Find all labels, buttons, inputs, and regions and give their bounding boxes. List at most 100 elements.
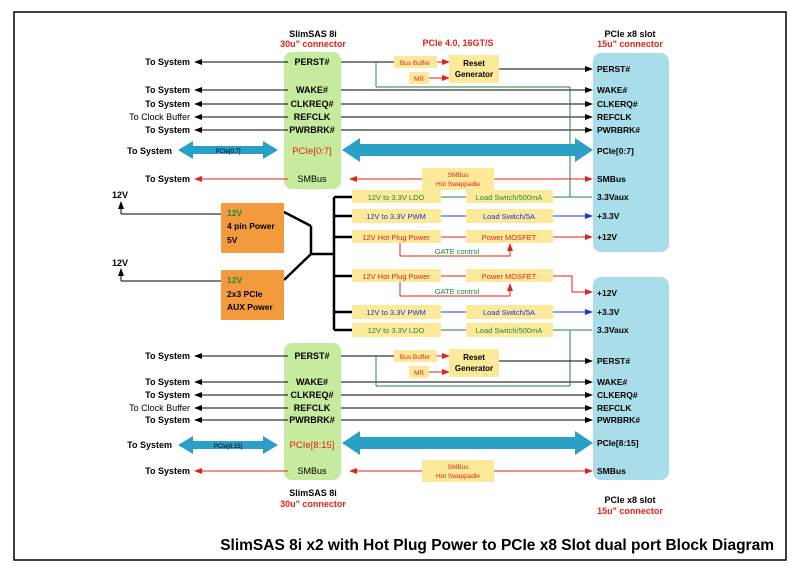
bottom-slot-pcie: PCIe[8:15] bbox=[597, 438, 639, 448]
bottom-pcie-slot bbox=[593, 277, 669, 480]
bottom-slot-wake: WAKE# bbox=[597, 377, 628, 387]
top-slot-pwrbrk: PWRBRK# bbox=[597, 125, 640, 135]
top-slot-clkerq: CLKERQ# bbox=[597, 99, 638, 109]
bottom-pwm-label: 12V to 3.3V PWM bbox=[366, 308, 426, 317]
top-smbus-hotswap-block bbox=[422, 168, 494, 190]
pcie-speed-label: PCIe 4.0, 16GT/S bbox=[422, 38, 493, 48]
box2-line2: 2x3 PCIe bbox=[227, 289, 263, 299]
power-box-4pin bbox=[221, 203, 284, 253]
bottom-load-switch-5a-block bbox=[466, 305, 553, 319]
top-conn-perst: PERST# bbox=[294, 57, 329, 67]
diagram-title: SlimSAS 8i x2 with Hot Plug Power to PCI… bbox=[220, 537, 774, 554]
bottom-reset-2: Generator bbox=[455, 364, 493, 373]
top-signal-group bbox=[178, 59, 593, 197]
bottom-conn-pcie: PCIe[8:15] bbox=[290, 440, 335, 451]
top-pwm-label: 12V to 3.3V PWM bbox=[366, 212, 426, 221]
bottom-conn-clkreq: CLKREQ# bbox=[290, 390, 333, 400]
top-ls5a-label: Load Switch/5A bbox=[483, 212, 535, 221]
bottom-bus-buffer-block bbox=[394, 350, 437, 362]
top-slot-3v3: +3.3V bbox=[597, 211, 620, 221]
top-conn-wake: WAKE# bbox=[296, 85, 328, 95]
v12-input-b: 12V bbox=[112, 258, 128, 268]
top-connector-spec: 30u" connector bbox=[280, 39, 346, 49]
bottom-conn-perst: PERST# bbox=[294, 351, 329, 361]
bottom-gate-control: GATE control bbox=[435, 287, 480, 296]
bottom-conn-smbus: SMBus bbox=[297, 466, 327, 476]
bottom-ls500-label: Load Switch/500mA bbox=[476, 326, 543, 335]
bottom-conn-refclk: REFCLK bbox=[294, 403, 331, 413]
bottom-slot-smbus: SMBus bbox=[597, 466, 626, 476]
bottom-slot-spec: 15u" connector bbox=[597, 506, 663, 516]
bottom-lane-label: PCIe[8:15] bbox=[214, 444, 243, 450]
top-mosfet-label: Power MOSFET bbox=[482, 233, 537, 242]
bottom-slot-pwrbrk: PWRBRK# bbox=[597, 415, 640, 425]
power-section bbox=[118, 195, 593, 332]
left-top-perst-dest: To System bbox=[145, 57, 190, 67]
left-top-wake-dest: To System bbox=[145, 85, 190, 95]
top-slimsas-connector bbox=[284, 52, 341, 189]
top-slot-smbus: SMBus bbox=[597, 174, 626, 184]
left-bottom-refclk-dest: To Clock Buffer bbox=[129, 403, 190, 413]
top-load-switch-5a-block bbox=[466, 209, 553, 223]
bottom-slot-3v3: +3.3V bbox=[597, 307, 620, 317]
top-smbus-hot-2: Hot Swappadle bbox=[436, 181, 480, 188]
top-slot-refclk: REFCLK bbox=[597, 112, 632, 122]
left-top-pcie-dest: To System bbox=[127, 146, 172, 156]
top-conn-clkreq: CLKREQ# bbox=[290, 99, 333, 109]
bottom-mosfet-label: Power MOSFET bbox=[482, 272, 537, 281]
left-top-pwrbrk-dest: To System bbox=[145, 125, 190, 135]
box2-line3: AUX Power bbox=[227, 302, 274, 312]
bottom-smbus-hot-2: Hot Swappadle bbox=[436, 473, 480, 480]
bottom-bus-buffer-label: Bus Buffer bbox=[400, 354, 431, 361]
bottom-slot-clkerq: CLKERQ# bbox=[597, 390, 638, 400]
top-ls500-label: Load Switch/500mA bbox=[476, 193, 543, 202]
top-slot-perst: PERST# bbox=[597, 64, 630, 74]
top-lane-label: PCIe[0:7] bbox=[215, 149, 240, 155]
top-slot-name: PCIe x8 slot bbox=[604, 29, 655, 39]
bottom-conn-pwrbrk: PWRBRK# bbox=[289, 415, 335, 425]
bottom-ldo-label: 12V to 3.3V LDO bbox=[368, 326, 425, 335]
bottom-slot-12v: +12V bbox=[597, 288, 617, 298]
top-reset-2: Generator bbox=[455, 70, 493, 79]
left-bottom-clkreq-dest: To System bbox=[145, 390, 190, 400]
top-reset-generator-block bbox=[449, 55, 499, 83]
bottom-mr-label: MR bbox=[414, 370, 424, 377]
left-bottom-smbus-dest: To System bbox=[145, 466, 190, 476]
bottom-slot-name: PCIe x8 slot bbox=[604, 495, 655, 505]
bottom-signal-group bbox=[178, 330, 593, 474]
top-mr-label: MR bbox=[414, 76, 424, 83]
bottom-smbus-hotswap-block bbox=[422, 460, 494, 482]
box1-line2: 4 pin Power bbox=[227, 221, 275, 231]
top-connector-name: SlimSAS 8i bbox=[289, 29, 337, 39]
bottom-connector-name: SlimSAS 8i bbox=[289, 488, 337, 498]
top-mr-block bbox=[409, 72, 429, 84]
top-ldo-label: 12V to 3.3V LDO bbox=[368, 193, 425, 202]
bottom-smbus-hot-1: SMBus bbox=[448, 464, 470, 471]
power-box-2x3 bbox=[221, 270, 284, 320]
top-bus-buffer-label: Bus Buffer bbox=[400, 60, 431, 67]
top-bus-buffer-block bbox=[394, 56, 437, 68]
top-hot-plug-block bbox=[352, 230, 441, 243]
bottom-reset-generator-block bbox=[449, 349, 499, 377]
top-slot-12v: +12V bbox=[597, 232, 617, 242]
top-smbus-hot-1: SMBus bbox=[448, 172, 470, 179]
top-slot-spec: 15u" connector bbox=[597, 39, 663, 49]
bottom-ldo-block bbox=[352, 323, 441, 337]
left-bottom-perst-dest: To System bbox=[145, 351, 190, 361]
top-mosfet-block bbox=[466, 230, 553, 243]
bottom-load-switch-500ma-block bbox=[466, 323, 553, 337]
top-conn-pcie: PCIe[0:7] bbox=[292, 146, 332, 157]
box1-line1: 12V bbox=[227, 208, 242, 218]
box2-line1: 12V bbox=[227, 275, 242, 285]
box1-line3: 5V bbox=[227, 235, 238, 245]
top-hotplug-label: 12V Hot Plug Power bbox=[362, 233, 430, 242]
bottom-ls5a-label: Load Switch/5A bbox=[483, 308, 535, 317]
top-pwm-block bbox=[352, 209, 441, 223]
bottom-slot-perst: PERST# bbox=[597, 356, 630, 366]
left-top-refclk-dest: To Clock Buffer bbox=[129, 112, 190, 122]
bottom-reset-1: Reset bbox=[463, 353, 485, 362]
left-bottom-wake-dest: To System bbox=[145, 377, 190, 387]
bottom-connector-spec: 30u" connector bbox=[280, 499, 346, 509]
